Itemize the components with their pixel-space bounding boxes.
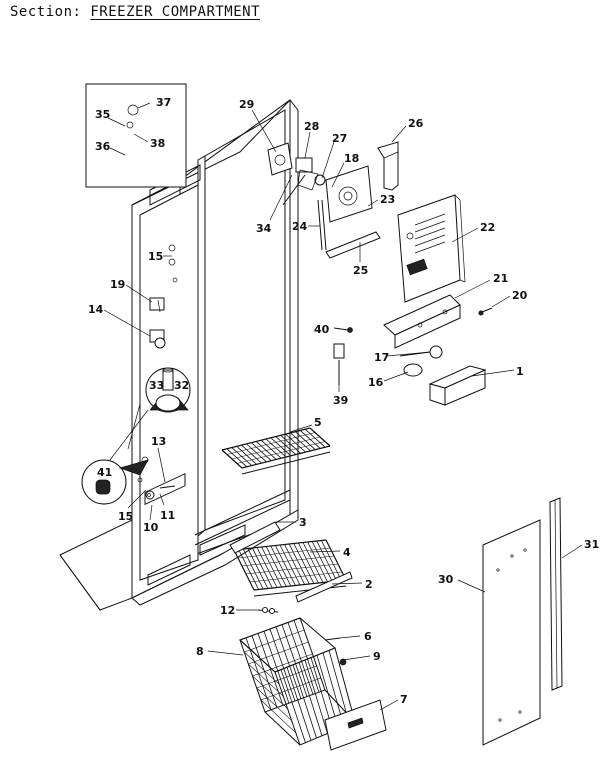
callout-30: 30 [438,573,454,586]
callout-37: 37 [156,96,171,109]
callout-40: 40 [314,323,330,336]
callout-14: 14 [88,303,104,316]
basket-front-7 [324,699,387,751]
callout-33: 33 [149,379,164,392]
part-29 [267,142,293,176]
callout-24: 24 [292,220,308,233]
callout-18: 18 [344,152,359,165]
part-12 [257,607,279,614]
part-23 [325,165,373,223]
callout-31: 31 [584,538,599,551]
callout-34: 34 [256,222,272,235]
callout-26: 26 [408,117,424,130]
callout-22: 22 [480,221,495,234]
callout-8: 8 [196,645,204,658]
part-26 [377,141,399,191]
callout-16: 16 [368,376,384,389]
part-3 [229,521,281,554]
cabinet-mullion [197,155,206,538]
light-socket-32 [155,394,181,412]
callout-27: 27 [332,132,347,145]
knob-10 [145,490,155,500]
callout-10: 10 [143,521,159,534]
callout-13: 13 [151,435,166,448]
damper-control-assembly [267,141,399,259]
callout-17: 17 [374,351,389,364]
callout-2: 2 [365,578,373,591]
shelf-rod-2 [295,571,353,603]
callout-4: 4 [343,546,351,559]
section-label: Section: [10,4,82,20]
light-assembly [399,345,487,406]
callout-12: 12 [220,604,235,617]
callout-11: 11 [160,509,175,522]
callout-36: 36 [95,140,111,153]
callout-35: 35 [95,108,110,121]
screw-20 [478,310,484,316]
inset-detail-box [85,83,187,188]
callout-23: 23 [380,193,395,206]
leader-lines [103,109,583,711]
callout-5: 5 [314,416,322,429]
bulb-16 [403,363,423,377]
callout-7: 7 [400,693,408,706]
evaporator-cover-assembly [383,194,493,349]
parts-6-9 [324,637,347,666]
section-title: FREEZER COMPARTMENT [90,4,261,20]
callout-38: 38 [150,137,165,150]
callout-19: 19 [110,278,125,291]
callout-39: 39 [333,394,348,407]
part-39 [333,343,345,359]
screw-15 [168,244,176,252]
callout-1: 1 [516,365,524,378]
callout-21: 21 [493,272,508,285]
callout-labels: 1 2 3 4 5 6 7 8 9 10 11 12 13 14 15 15 1… [88,96,599,706]
cabinet-back-panel [204,109,286,531]
light-bulb-33 [162,369,174,391]
callout-3: 3 [299,516,307,529]
rear-panel-30 [482,519,541,746]
part-27 [314,174,326,186]
screw-40 [347,327,353,333]
callout-20: 20 [512,289,528,302]
part-25 [325,231,381,259]
callout-29: 29 [239,98,254,111]
callout-25: 25 [353,264,368,277]
callout-15a: 15 [148,250,163,263]
callout-6: 6 [364,630,372,643]
callout-32: 32 [174,379,189,392]
callout-28: 28 [304,120,319,133]
trim-strip-31 [549,497,563,691]
section-header: Section: FREEZER COMPARTMENT [10,4,260,20]
callout-9: 9 [373,650,381,663]
wire-shelf-5 [221,427,331,475]
freezer-cabinet [59,99,299,611]
callout-15b: 15 [118,510,133,523]
part-22-cover [397,194,461,303]
thermostat-knob-41 [95,479,111,495]
shelf-support-19 [149,297,165,311]
socket-17 [429,345,443,359]
callout-41: 41 [97,466,112,479]
left-wall-fixtures [81,244,191,505]
switch-parts [333,327,353,385]
part-28 [295,157,313,173]
